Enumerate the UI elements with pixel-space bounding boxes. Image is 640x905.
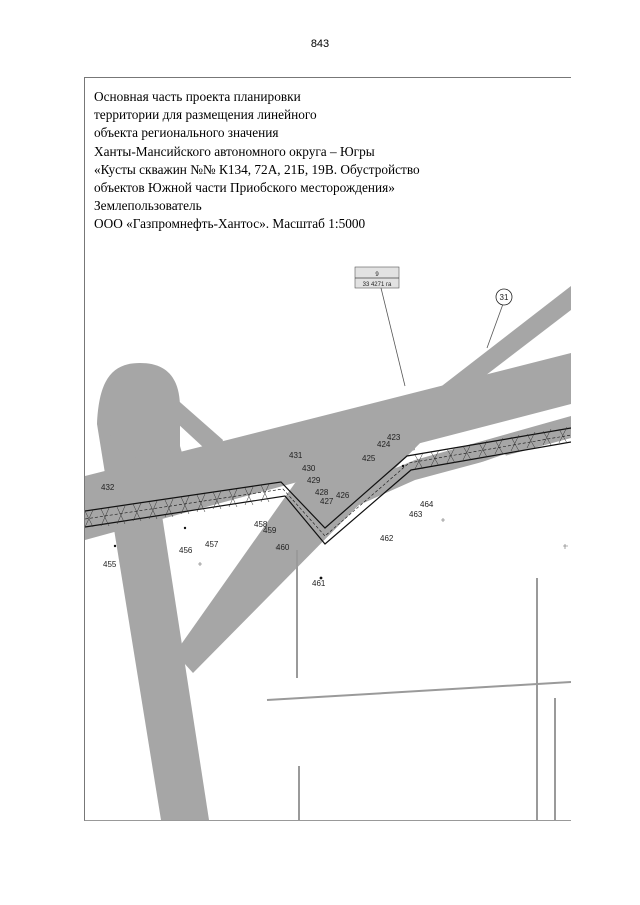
point-marker: [183, 526, 187, 530]
point-markers: [113, 464, 405, 580]
point-label-460: 460: [276, 543, 290, 552]
leader-line: [380, 287, 406, 387]
title-line: ООО «Газпромнефть-Хантос». Масштаб 1:500…: [94, 216, 366, 232]
circle-marker: 31: [495, 288, 513, 306]
hatching: [85, 426, 568, 528]
point-label-431: 431: [289, 451, 303, 460]
survey-marks: [198, 518, 568, 566]
title-line: Ханты-Мансийского автономного округа – Ю…: [94, 143, 375, 159]
point-label-461: 461: [312, 579, 326, 588]
point-label-463: 463: [409, 510, 423, 519]
title-line: Основная часть проекта планировки: [94, 89, 301, 104]
title-block: Основная часть проекта планировки террит…: [94, 88, 564, 234]
point-label-430: 430: [302, 464, 316, 473]
cross-mark: [198, 562, 202, 566]
point-label-424: 424: [377, 440, 391, 449]
title-line: территории для размещения линейного: [94, 107, 317, 123]
point-marker: [401, 464, 405, 468]
cross-mark: [275, 546, 279, 550]
pipeline: [85, 427, 571, 545]
cross-mark: [563, 544, 568, 549]
callout-box: [354, 266, 400, 289]
point-label-423: 423: [387, 433, 401, 442]
pipeline-hatching: [85, 426, 568, 528]
northeast-road: [403, 286, 571, 428]
leader-lines: [380, 287, 504, 387]
title-line: «Кусты скважин №№ К134, 72А, 21Б, 19В. О…: [94, 161, 420, 177]
clearings: [465, 454, 515, 482]
point-label-432: 432: [101, 483, 115, 492]
point-marker: [319, 576, 323, 580]
callout-area: 33 4271 га: [363, 282, 392, 288]
point-label-428: 428: [315, 488, 329, 497]
point-label-425: 425: [362, 454, 376, 463]
southwest-branch: [175, 408, 430, 673]
point-label-429: 429: [307, 476, 321, 485]
page-number: 843: [310, 38, 330, 50]
point-label-456: 456: [179, 546, 193, 555]
callout-number: 9: [375, 272, 379, 278]
corridor-rounded-end: [97, 363, 185, 468]
pipeline-edge-upper: [85, 427, 571, 529]
point-labels: 423 424 425 426 427 428 429 430 431 432 …: [101, 433, 434, 588]
title-line: объектов Южной части Приобского месторож…: [94, 180, 395, 196]
title-line: объекта регионального значения: [94, 125, 279, 141]
cross-mark: [441, 518, 445, 522]
point-label-459: 459: [263, 526, 277, 535]
point-label-464: 464: [420, 500, 434, 509]
point-label-427: 427: [320, 497, 334, 506]
title-line: Землепользователь: [94, 198, 202, 214]
point-label-457: 457: [205, 540, 219, 549]
planning-map: 9 33 4271 га 31 423 424 425 426 427 428 …: [85, 266, 571, 820]
point-label-426: 426: [336, 491, 350, 500]
point-marker: [113, 544, 117, 548]
marker-label: 31: [500, 293, 509, 302]
point-label-455: 455: [103, 560, 117, 569]
thin-lines: [266, 550, 571, 820]
corridor-ramp: [173, 396, 223, 460]
clearing-area: [465, 454, 515, 482]
marker-circle: [495, 288, 513, 306]
point-label-458: 458: [254, 520, 268, 529]
map-sheet: 9 33 4271 га 31 423 424 425 426 427 428 …: [84, 77, 571, 821]
pipeline-edge-lower: [85, 441, 571, 545]
diagonal-corridor-lower: [85, 428, 415, 540]
leader-line: [486, 303, 504, 349]
parcel-callout: 9 33 4271 га: [354, 266, 400, 289]
corridor-layer: [85, 286, 571, 820]
point-label-462: 462: [380, 534, 394, 543]
boundary-line: [266, 681, 571, 701]
